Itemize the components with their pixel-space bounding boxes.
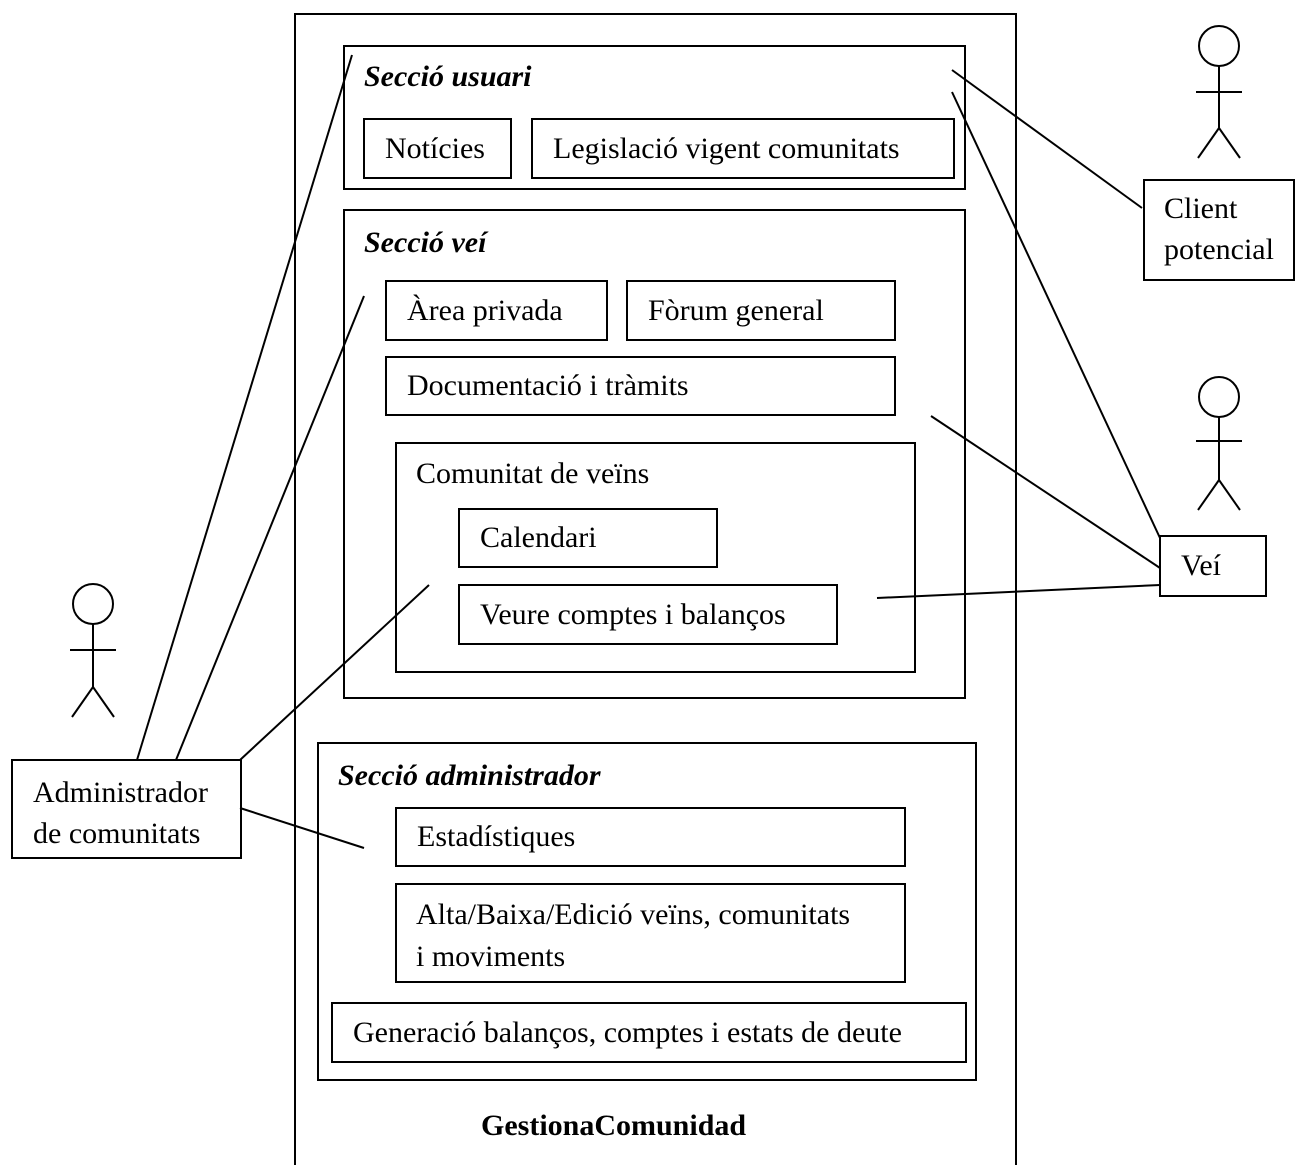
- usecase-documentacio[interactable]: Documentació i tràmits: [385, 356, 896, 416]
- usecase-veure-comptes[interactable]: Veure comptes i balanços: [458, 584, 838, 645]
- assoc-admin-usuari: [136, 54, 353, 761]
- actor-administrador[interactable]: Administrador de comunitats: [11, 759, 242, 859]
- usecase-documentacio-label: Documentació i tràmits: [407, 369, 689, 402]
- actor-administrador-label-line1: Administrador: [33, 776, 208, 809]
- group-comunitat-veins: Comunitat de veïns: [395, 442, 916, 673]
- actor-figure-vei: [1196, 376, 1242, 511]
- assoc-client-usuari: [951, 69, 1143, 209]
- section-usuari: Secció usuari: [343, 45, 966, 190]
- usecase-noticies-label: Notícies: [385, 131, 485, 165]
- section-usuari-title: Secció usuari: [364, 60, 532, 93]
- system-title: GestionaComunidad: [481, 1109, 747, 1142]
- usecase-veure-comptes-label: Veure comptes i balanços: [480, 597, 786, 631]
- actor-client-potencial[interactable]: Client potencial: [1143, 179, 1295, 281]
- section-administrador-title: Secció administrador: [338, 759, 601, 792]
- actor-figure-client: [1196, 25, 1242, 159]
- usecase-estadistiques[interactable]: Estadístiques: [395, 807, 906, 867]
- actor-client-label-line1: Client: [1164, 192, 1238, 225]
- usecase-area-privada-label: Àrea privada: [407, 293, 563, 327]
- actor-administrador-label-line2: de comunitats: [33, 817, 201, 850]
- usecase-forum-general-label: Fòrum general: [648, 293, 824, 327]
- actor-vei[interactable]: Veí: [1159, 535, 1267, 597]
- usecase-estadistiques-label: Estadístiques: [417, 820, 576, 853]
- usecase-alta-baixa[interactable]: Alta/Baixa/Edició veïns, comunitats i mo…: [395, 883, 906, 983]
- usecase-legislacio-label: Legislació vigent comunitats: [553, 131, 900, 165]
- usecase-calendari-label: Calendari: [480, 521, 597, 554]
- assoc-admin-vei: [175, 295, 365, 761]
- actor-vei-label: Veí: [1181, 549, 1221, 582]
- section-vei-title: Secció veí: [364, 226, 487, 259]
- usecase-generacio-balancos[interactable]: Generació balanços, comptes i estats de …: [331, 1002, 967, 1063]
- usecase-noticies[interactable]: Notícies: [363, 118, 512, 179]
- group-comunitat-veins-title: Comunitat de veïns: [416, 457, 650, 490]
- usecase-alta-baixa-label-line2: i moviments: [416, 940, 566, 973]
- usecase-area-privada[interactable]: Àrea privada: [385, 280, 608, 341]
- usecase-calendari[interactable]: Calendari: [458, 508, 718, 568]
- actor-client-label-line2: potencial: [1164, 233, 1274, 266]
- usecase-generacio-balancos-label: Generació balanços, comptes i estats de …: [353, 1015, 902, 1049]
- assoc-vei-usuari: [951, 91, 1161, 539]
- usecase-legislacio[interactable]: Legislació vigent comunitats: [531, 118, 955, 179]
- section-vei: Secció veí: [343, 209, 966, 699]
- usecase-alta-baixa-label-line1: Alta/Baixa/Edició veïns, comunitats: [416, 898, 851, 931]
- actor-figure-administrador: [70, 583, 116, 718]
- section-administrador: Secció administrador: [317, 742, 977, 1081]
- usecase-forum-general[interactable]: Fòrum general: [626, 280, 896, 341]
